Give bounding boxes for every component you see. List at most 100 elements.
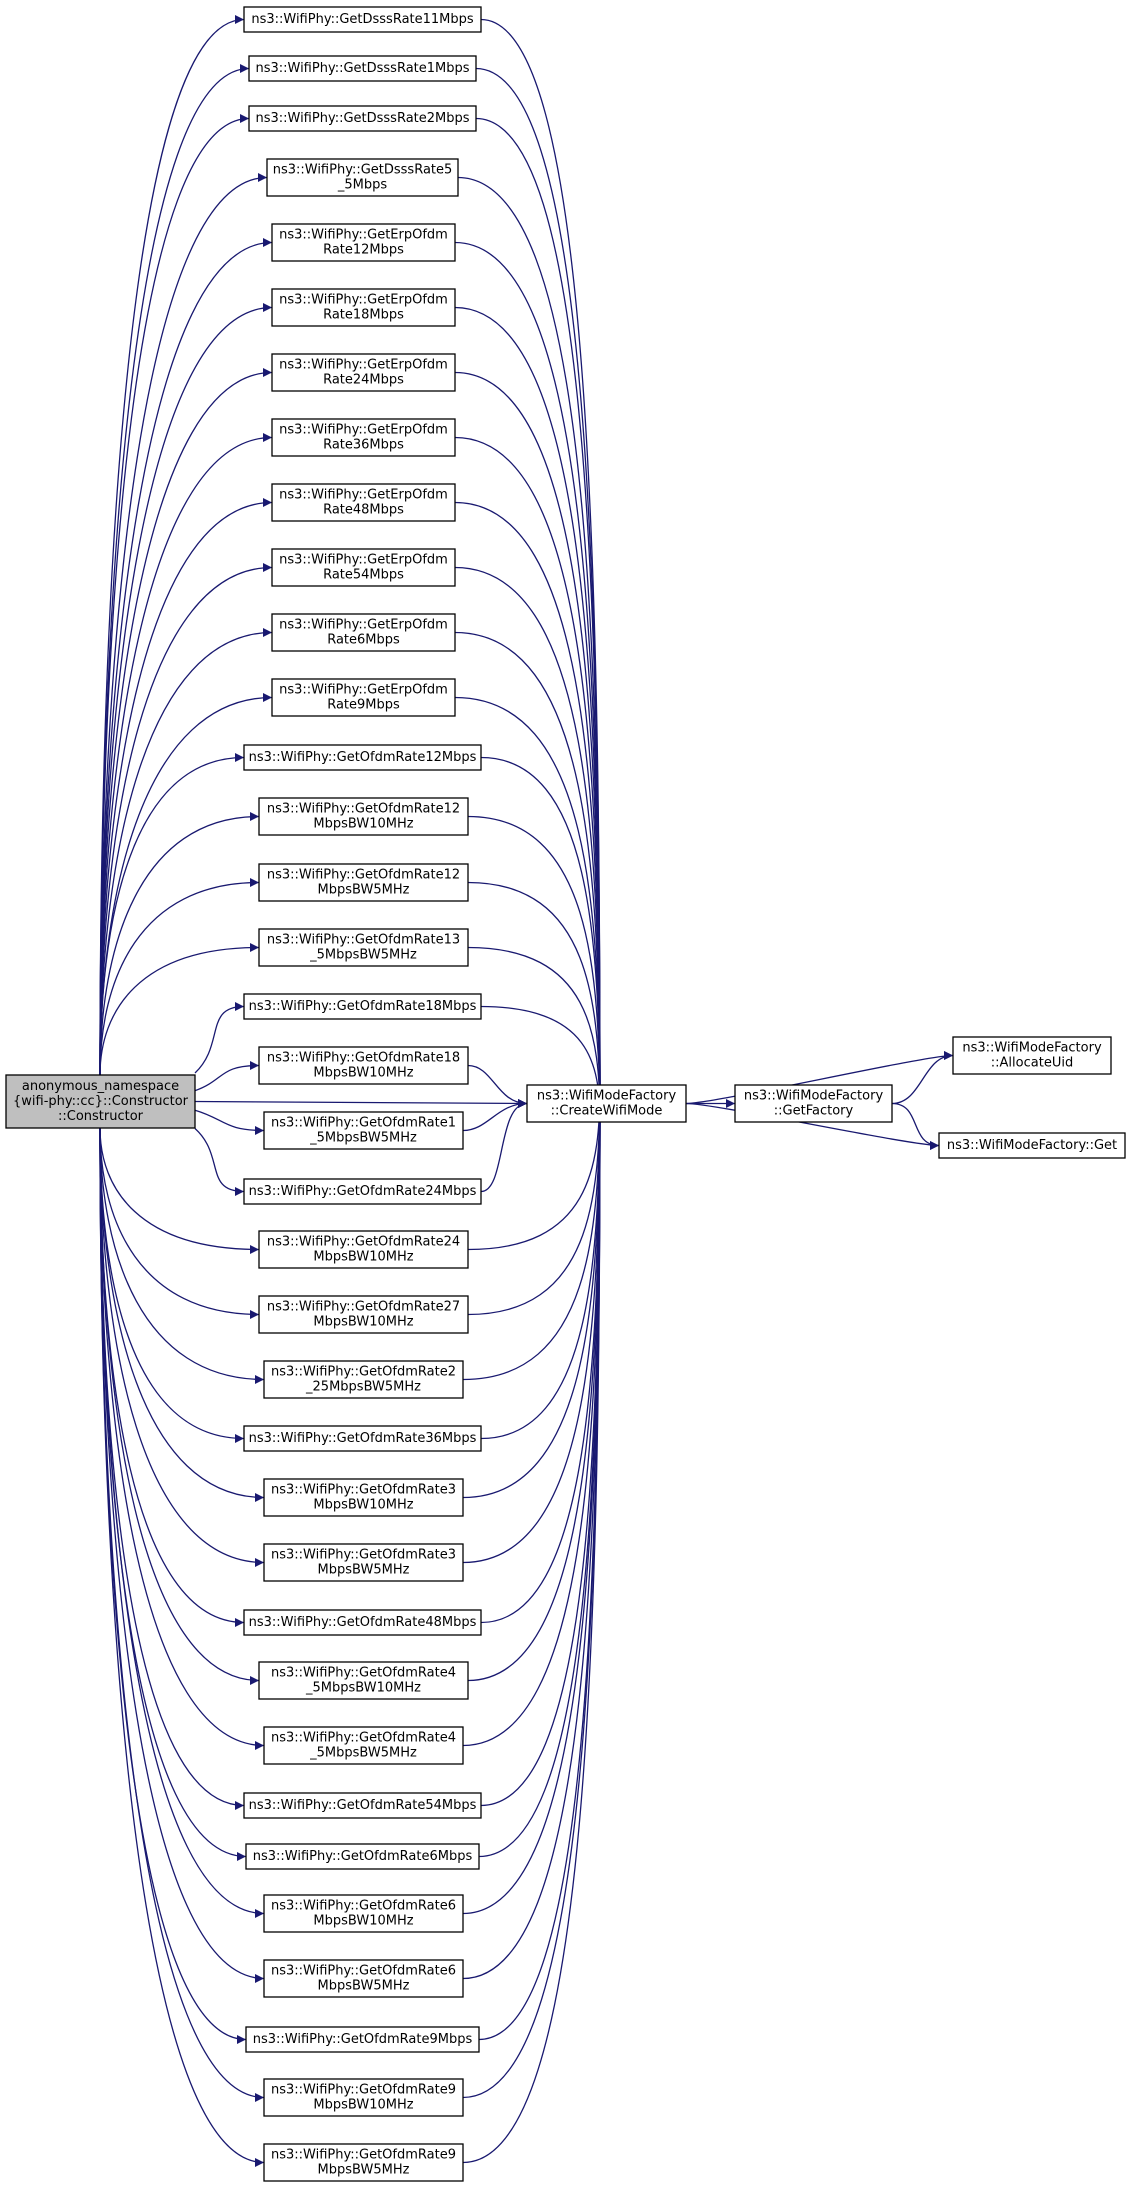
node-label-line: Rate36Mbps	[323, 438, 404, 453]
function-node-n34[interactable]: ns3::WifiPhy::GetOfdmRate9Mbps	[245, 2026, 480, 2053]
function-node-n27[interactable]: ns3::WifiPhy::GetOfdmRate48Mbps	[243, 1609, 482, 1636]
node-label-line: ::Constructor	[58, 1109, 144, 1124]
node-label-line: ns3::WifiPhy::GetOfdmRate1	[271, 1116, 456, 1131]
call-edge-n31-to-cwm	[478, 1084, 605, 1858]
function-node-n17[interactable]: ns3::WifiPhy::GetOfdmRate18Mbps	[243, 993, 482, 1020]
function-node-get[interactable]: ns3::WifiModeFactory::Get	[938, 1132, 1126, 1159]
node-box	[258, 797, 469, 836]
node-box	[243, 1792, 482, 1819]
function-node-n30[interactable]: ns3::WifiPhy::GetOfdmRate54Mbps	[243, 1792, 482, 1819]
node-box	[952, 1036, 1112, 1075]
call-edge-root-to-n8	[99, 433, 273, 1076]
node-label-line: ns3::WifiPhy::GetOfdmRate12Mbps	[249, 750, 477, 765]
call-edge-root-to-n16	[99, 943, 260, 1076]
node-box	[263, 1360, 464, 1399]
node-label-line: ns3::WifiPhy::GetOfdmRate3	[271, 1548, 456, 1563]
function-node-n2[interactable]: ns3::WifiPhy::GetDsssRate1Mbps	[248, 55, 477, 82]
call-edges	[99, 15, 954, 2167]
node-label-line: MbpsBW10MHz	[313, 2098, 413, 2113]
node-label-line: {wifi-phy::cc}::Constructor	[13, 1094, 189, 1109]
node-box	[263, 1111, 464, 1150]
call-edge-root-to-n29	[99, 1127, 265, 1750]
function-node-gf[interactable]: ns3::WifiModeFactory::GetFactory	[734, 1084, 893, 1123]
function-node-n31[interactable]: ns3::WifiPhy::GetOfdmRate6Mbps	[245, 1843, 480, 1870]
call-edge-n13-to-cwm	[480, 756, 605, 1123]
function-node-n16[interactable]: ns3::WifiPhy::GetOfdmRate13_5MbpsBW5MHz	[258, 928, 469, 967]
node-box	[258, 1295, 469, 1334]
call-edge-root-to-n32	[99, 1127, 265, 1918]
node-label-line: ns3::WifiPhy::GetDsssRate5	[273, 163, 453, 178]
function-node-n19[interactable]: ns3::WifiPhy::GetOfdmRate1_5MbpsBW5MHz	[263, 1111, 464, 1150]
node-box	[263, 2078, 464, 2117]
node-label-line: ns3::WifiModeFactory::Get	[947, 1138, 1117, 1153]
node-label-line: MbpsBW10MHz	[313, 1250, 413, 1265]
call-edge-n20-to-cwm	[480, 1099, 528, 1193]
function-node-n23[interactable]: ns3::WifiPhy::GetOfdmRate2_25MbpsBW5MHz	[263, 1360, 464, 1399]
node-label-line: _5MbpsBW5MHz	[309, 1746, 417, 1761]
node-label-line: ns3::WifiPhy::GetErpOfdm	[279, 293, 448, 308]
call-edge-root-to-n19	[194, 1109, 265, 1135]
function-node-n1[interactable]: ns3::WifiPhy::GetDsssRate11Mbps	[243, 6, 482, 33]
call-edge-n36-to-cwm	[462, 1084, 605, 2164]
function-node-n29[interactable]: ns3::WifiPhy::GetOfdmRate4_5MbpsBW5MHz	[263, 1726, 464, 1765]
function-node-n3[interactable]: ns3::WifiPhy::GetDsssRate2Mbps	[248, 105, 477, 132]
call-edge-root-to-n33	[99, 1127, 265, 1983]
node-box	[271, 548, 456, 587]
node-label-line: ns3::WifiPhy::GetErpOfdm	[279, 488, 448, 503]
call-edge-root-to-n4	[99, 173, 268, 1076]
call-edge-n18-to-cwm	[467, 1064, 528, 1108]
function-node-n24[interactable]: ns3::WifiPhy::GetOfdmRate36Mbps	[243, 1425, 482, 1452]
node-label-line: MbpsBW10MHz	[313, 817, 413, 832]
node-label-line: _5Mbps	[337, 178, 387, 193]
call-edge-n24-to-cwm	[480, 1084, 605, 1440]
call-edge-root-to-n11	[99, 628, 273, 1076]
node-box	[263, 1894, 464, 1933]
node-box	[271, 613, 456, 652]
node-box	[243, 1425, 482, 1452]
function-node-n28[interactable]: ns3::WifiPhy::GetOfdmRate4_5MbpsBW10MHz	[258, 1661, 469, 1700]
node-box	[263, 2143, 464, 2182]
call-edge-root-to-n9	[99, 498, 273, 1076]
node-label-line: ns3::WifiPhy::GetOfdmRate36Mbps	[249, 1431, 477, 1446]
function-node-cwm[interactable]: ns3::WifiModeFactory::CreateWifiMode	[526, 1084, 687, 1123]
node-box	[243, 6, 482, 33]
node-box	[526, 1084, 687, 1123]
call-edge-root-to-cwm	[194, 1098, 528, 1108]
node-label-line: ns3::WifiPhy::GetOfdmRate24	[267, 1235, 460, 1250]
node-box	[258, 863, 469, 902]
call-edge-root-to-n7	[99, 368, 273, 1076]
node-box	[263, 1959, 464, 1998]
node-label-line: Rate12Mbps	[323, 243, 404, 258]
node-label-line: ns3::WifiPhy::GetOfdmRate9	[271, 2148, 456, 2163]
function-node-n20[interactable]: ns3::WifiPhy::GetOfdmRate24Mbps	[243, 1178, 482, 1205]
call-edge-root-to-n31	[99, 1127, 247, 1861]
function-node-n13[interactable]: ns3::WifiPhy::GetOfdmRate12Mbps	[243, 744, 482, 771]
function-node-au[interactable]: ns3::WifiModeFactory::AllocateUid	[952, 1036, 1112, 1075]
function-node-root[interactable]: anonymous_namespace{wifi-phy::cc}::Const…	[5, 1074, 196, 1129]
node-label-line: MbpsBW5MHz	[318, 1563, 410, 1578]
node-box	[266, 158, 459, 197]
call-edge-root-to-n6	[99, 303, 273, 1076]
function-node-n4[interactable]: ns3::WifiPhy::GetDsssRate5_5Mbps	[266, 158, 459, 197]
node-label-line: MbpsBW5MHz	[318, 1979, 410, 1994]
node-box	[243, 993, 482, 1020]
